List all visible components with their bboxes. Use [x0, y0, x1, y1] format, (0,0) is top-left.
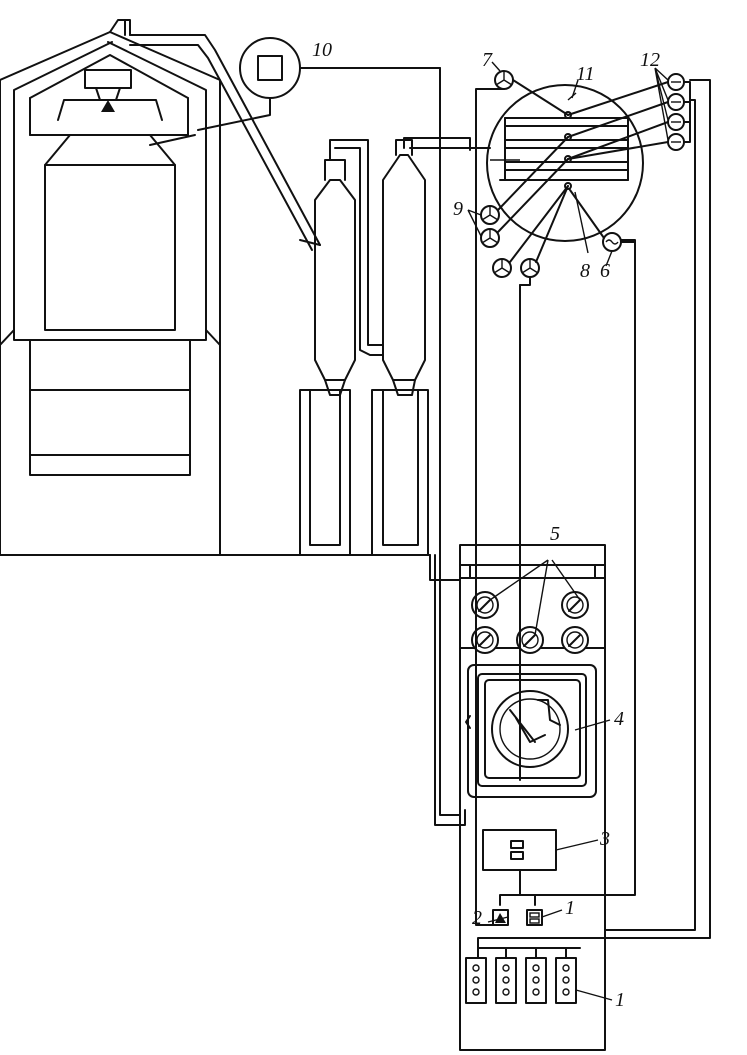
label-8: 8: [580, 260, 590, 282]
label-1-relay: 1: [565, 897, 575, 919]
terminal-blocks: [465, 79, 711, 1004]
label-7: 7: [482, 49, 493, 71]
label-3: 3: [599, 828, 610, 850]
label-6: 6: [600, 260, 610, 282]
furnace: [0, 19, 221, 556]
recorder-4: [465, 664, 611, 798]
label-10: 10: [312, 39, 332, 61]
relay-2-icon: [495, 913, 506, 923]
label-1-terminal: 1: [615, 989, 625, 1011]
unit-3: [482, 829, 599, 896]
gauge-panel-5: [471, 559, 589, 654]
valve-10: [239, 37, 441, 113]
labels: 10 7 11 12 9 8 6 5 4 3 2 1 1: [312, 39, 660, 1011]
control-cabinet: [429, 67, 711, 1051]
label-9: 9: [453, 198, 463, 220]
label-2: 2: [472, 907, 482, 929]
label-4: 4: [614, 708, 624, 730]
label-12: 12: [640, 49, 660, 71]
relay-units: [487, 239, 636, 926]
sensors: [467, 61, 696, 931]
label-11: 11: [576, 63, 595, 85]
drying-chamber: [486, 84, 644, 242]
gas-scrubbers: [0, 137, 491, 556]
label-5: 5: [550, 523, 560, 545]
furnace-bell-icon: [101, 100, 115, 112]
